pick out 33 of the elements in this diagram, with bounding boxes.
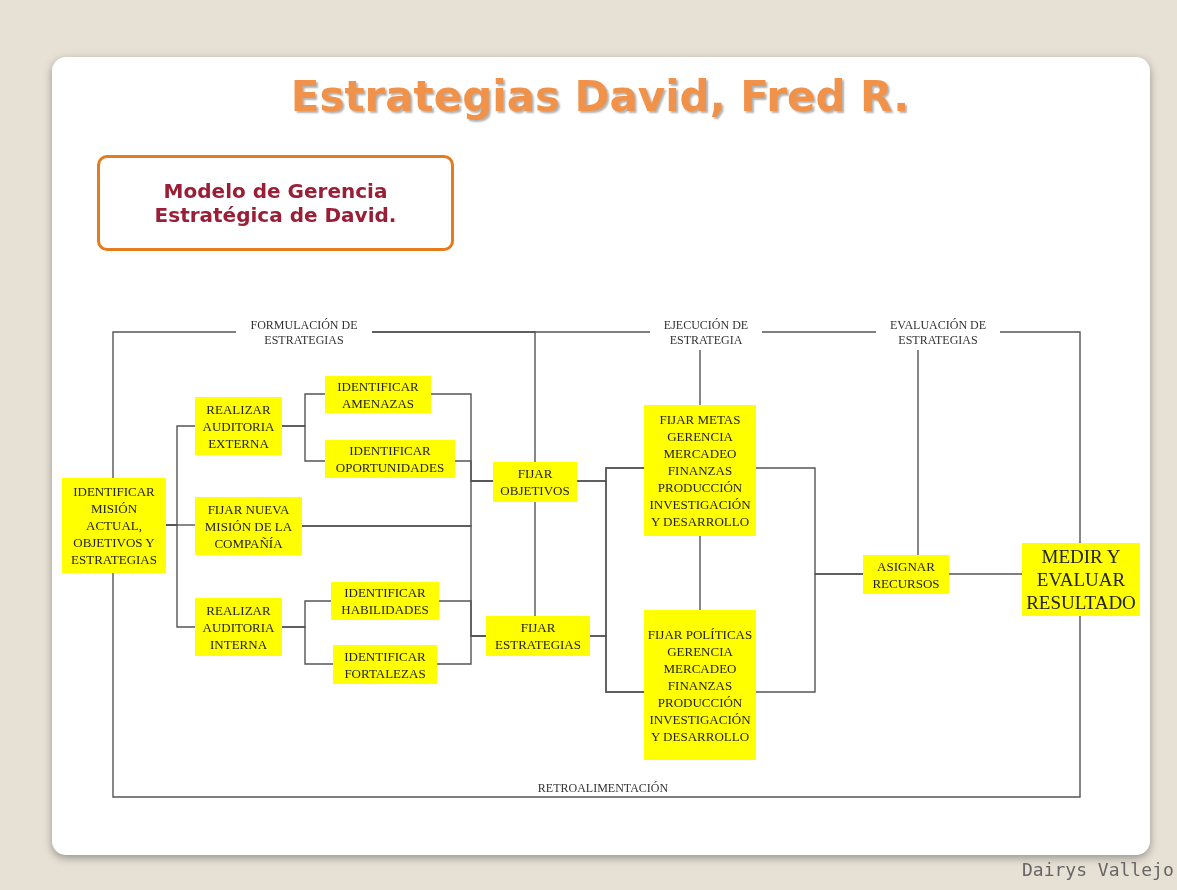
process-box: FIJAR OBJETIVOS (493, 462, 577, 502)
process-box: FIJAR METAS GERENCIA MERCADEO FINANZAS PRODUCCIÓN INVESTIGACIÓN Y DESARROLLO (644, 405, 756, 536)
author-name: Dairys Vallejo (1022, 858, 1174, 882)
connector-line (112, 572, 1081, 798)
process-box: IDENTIFICAR MISIÓN ACTUAL, OBJETIVOS Y ESTRATEGIAS (62, 478, 166, 573)
process-box: MEDIR Y EVALUAR RESULTADO (1022, 543, 1140, 616)
process-box: IDENTIFICAR OPORTUNIDADES (325, 440, 455, 478)
process-box: IDENTIFICAR AMENAZAS (325, 376, 431, 413)
connector-line (699, 349, 701, 406)
process-box: ASIGNAR RECURSOS (863, 555, 949, 594)
subtitle-box: Modelo de Gerencia Estratégica de David. (97, 155, 454, 251)
connector-line (281, 425, 326, 462)
process-box: FIJAR POLÍTICAS GERENCIA MERCADEO FINANZAS PRODUCCIÓN INVESTIGACIÓN Y DESARROLLO (644, 610, 756, 760)
process-box: REALIZAR AUDITORIA INTERNA (195, 598, 282, 656)
process-box: FIJAR NUEVA MISIÓN DE LA COMPAÑÍA (195, 497, 302, 555)
connector-line (165, 524, 196, 628)
connector-line (371, 331, 536, 463)
connector-line (699, 535, 701, 611)
connector-line (112, 331, 237, 479)
process-box: REALIZAR AUDITORIA EXTERNA (195, 397, 282, 455)
connector-line (917, 349, 919, 556)
process-box: FIJAR ESTRATEGIAS (486, 616, 590, 656)
connector-line (281, 626, 334, 665)
connector-line (436, 635, 487, 665)
connector-line (589, 635, 645, 693)
connector-line (761, 331, 877, 333)
process-box: IDENTIFICAR FORTALEZAS (333, 645, 437, 684)
connector-line (999, 331, 1081, 544)
title: Estrategias David, Fred R. (289, 72, 911, 121)
connector-line (534, 501, 536, 617)
connector-line (755, 573, 864, 693)
connector-line (948, 573, 1023, 575)
process-box: IDENTIFICAR HABILIDADES (331, 582, 439, 620)
